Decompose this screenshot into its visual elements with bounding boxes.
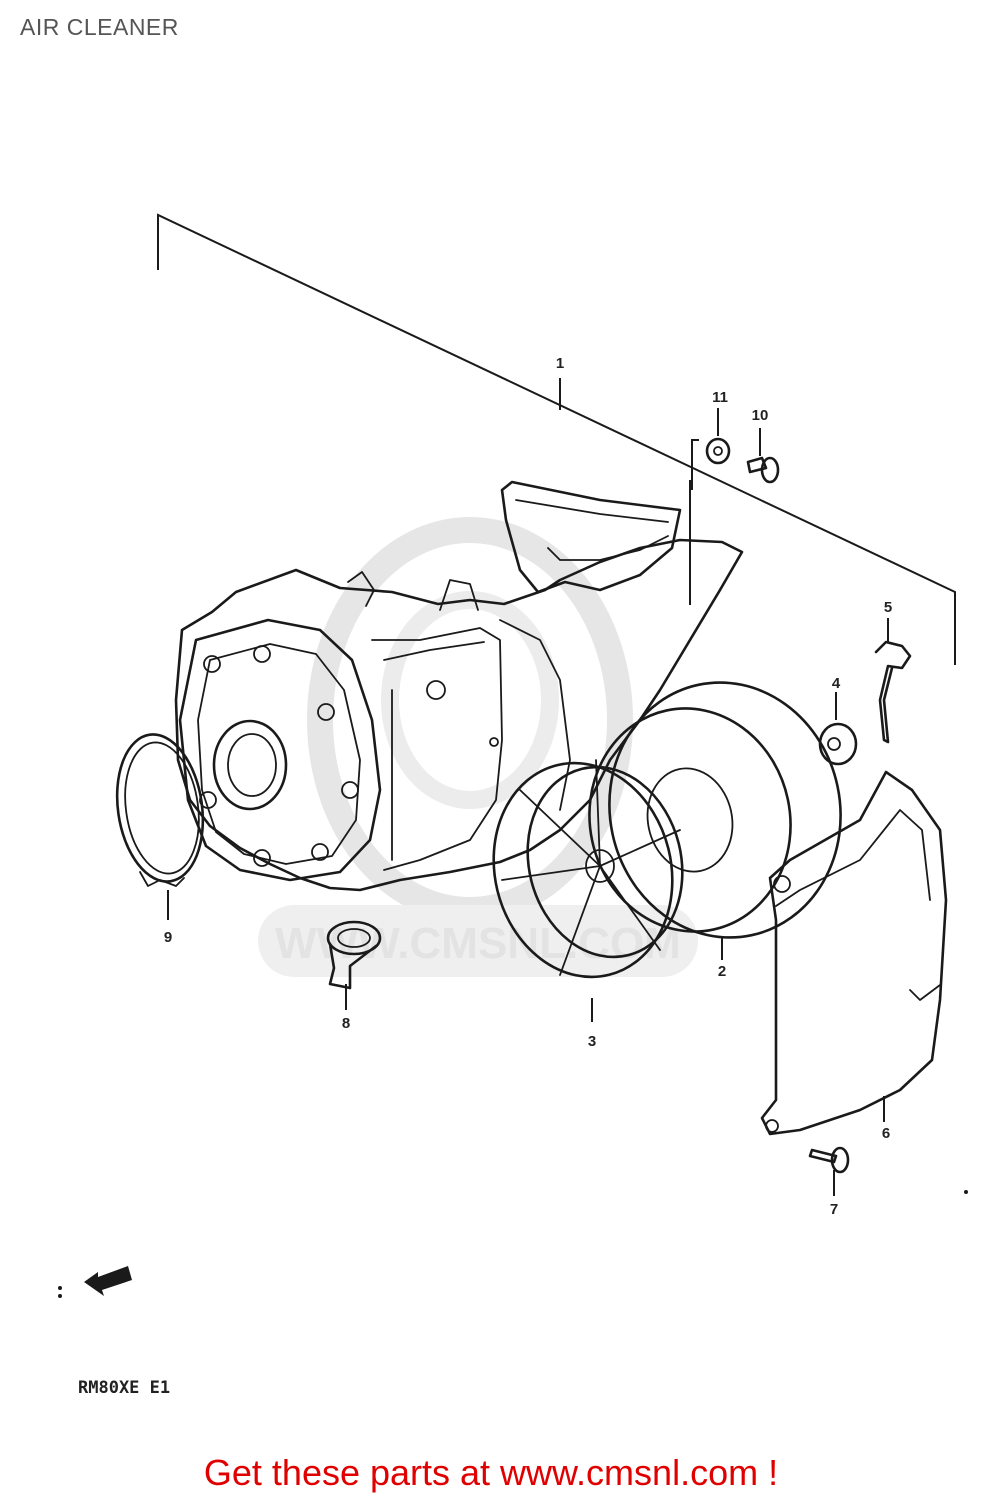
footer-parts-link[interactable]: Get these parts at www.cmsnl.com ! bbox=[203, 1452, 779, 1493]
callout-6: 6 bbox=[882, 1125, 890, 1142]
air-cleaner-case bbox=[174, 480, 744, 892]
model-code: RM80XE E1 bbox=[78, 1378, 170, 1398]
washer-part bbox=[705, 408, 731, 465]
callout-5: 5 bbox=[884, 599, 892, 616]
drain-plug-part bbox=[326, 920, 382, 1010]
callout-10: 10 bbox=[752, 407, 769, 424]
screw-part bbox=[746, 428, 780, 484]
filter-element-part bbox=[588, 681, 842, 960]
page-title: AIR CLEANER bbox=[20, 14, 179, 40]
callout-9: 9 bbox=[164, 929, 172, 946]
callout-2: 2 bbox=[718, 963, 726, 980]
cover-screw-part bbox=[808, 1146, 850, 1196]
callout-7: 7 bbox=[830, 1201, 838, 1218]
front-arrow-icon bbox=[58, 1266, 132, 1298]
callout-8: 8 bbox=[342, 1015, 350, 1032]
callout-3: 3 bbox=[588, 1033, 596, 1050]
callout-11: 11 bbox=[712, 389, 728, 406]
callout-4: 4 bbox=[832, 675, 841, 692]
callout-1: 1 bbox=[556, 355, 564, 372]
cover-part bbox=[760, 770, 948, 1136]
clip-part bbox=[874, 618, 912, 744]
assembly-bracket-1 bbox=[157, 213, 956, 665]
clamp-part bbox=[115, 733, 205, 920]
filter-cage-part bbox=[492, 759, 684, 1022]
